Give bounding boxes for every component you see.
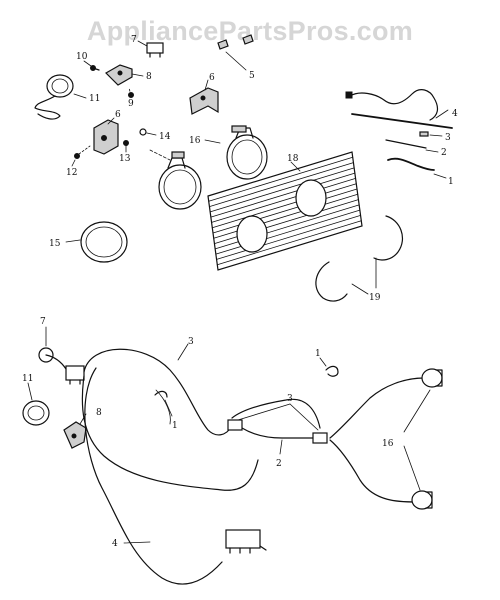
callout-2-lower: 2 (276, 459, 282, 469)
part-1-wire-top (387, 157, 447, 179)
grille-slat (212, 188, 358, 234)
callout-19: 19 (369, 293, 381, 303)
part-16-lamp-lower-lower (411, 490, 433, 510)
callout-8-top: 8 (146, 72, 152, 82)
grille-slat (208, 156, 354, 202)
callout-14: 14 (159, 132, 171, 142)
part-11-lamp-top (34, 74, 87, 120)
callout-12: 12 (66, 168, 77, 178)
callout-7-lower: 7 (40, 317, 46, 327)
callout-7-top: 7 (131, 35, 137, 45)
part-14-washer (139, 128, 157, 136)
grille-slat (211, 178, 356, 223)
part-1-clip-right (319, 357, 339, 377)
callout-3-top: 3 (445, 133, 451, 143)
part-6-bracket-b (93, 117, 119, 155)
callout-16-top: 16 (189, 136, 201, 146)
callout-16-lower: 16 (382, 439, 394, 449)
callout-2-top: 2 (441, 148, 447, 158)
part-5-brackets (217, 34, 254, 71)
part-13-nut (123, 140, 129, 153)
callout-5-top: 5 (249, 71, 255, 81)
grille-slat (216, 220, 362, 266)
callout-1-top: 1 (448, 177, 454, 187)
part-7-relay (137, 40, 164, 58)
callout-9: 9 (128, 99, 134, 109)
grille-slat (209, 162, 354, 207)
callout-15: 15 (49, 239, 61, 249)
part-10-screw (83, 60, 100, 71)
part-7-relay-lower (38, 326, 85, 385)
part-12-screw (71, 145, 91, 167)
part-8-bracket (105, 64, 144, 86)
grille-slat (211, 183, 357, 229)
part-18-grille (207, 151, 363, 271)
callout-13: 13 (119, 154, 131, 164)
leaders-16-lower (403, 389, 431, 491)
callout-4-top: 4 (452, 109, 458, 119)
callout-6-b: 6 (115, 110, 121, 120)
callout-6-a: 6 (209, 73, 215, 83)
part-1-clip-lower (154, 390, 173, 417)
part-16-fog-lamp-left (149, 149, 202, 210)
wiring-harness (81, 348, 425, 585)
part-9-nut (128, 87, 134, 98)
callout-3-lower-left: 3 (188, 337, 194, 347)
leader-3-lower (177, 343, 189, 361)
callout-18: 18 (287, 154, 299, 164)
callout-1-lower-mid: 1 (172, 421, 178, 431)
callout-10: 10 (76, 52, 88, 62)
callout-8-lower: 8 (96, 408, 102, 418)
callout-4-lower: 4 (112, 539, 118, 549)
part-15-lamp (65, 221, 128, 263)
callout-1-lower-right: 1 (315, 349, 321, 359)
callout-11-top: 11 (89, 94, 100, 104)
part-4-harness-top (345, 89, 453, 129)
connector-middle (227, 403, 328, 444)
callout-3-lower-right: 3 (287, 394, 293, 404)
part-6-bracket-a (189, 79, 219, 115)
grille-slat (215, 209, 361, 255)
leader-2-lower (279, 439, 283, 455)
part-16-lamp-lower-upper (421, 368, 443, 388)
part-19-clips (315, 215, 403, 302)
part-11-lamp-lower (22, 382, 50, 426)
grille-slat (216, 215, 361, 260)
part-3-connector-top (419, 131, 443, 137)
part-2-wire-top (385, 139, 439, 153)
callout-11-lower: 11 (22, 374, 33, 384)
part-4-relay-lower (123, 529, 267, 554)
grille-slat (209, 167, 355, 213)
grille-slat (210, 172, 356, 218)
part-8-bracket-lower (63, 413, 87, 449)
part-16-fog-lamp-right (204, 125, 268, 180)
